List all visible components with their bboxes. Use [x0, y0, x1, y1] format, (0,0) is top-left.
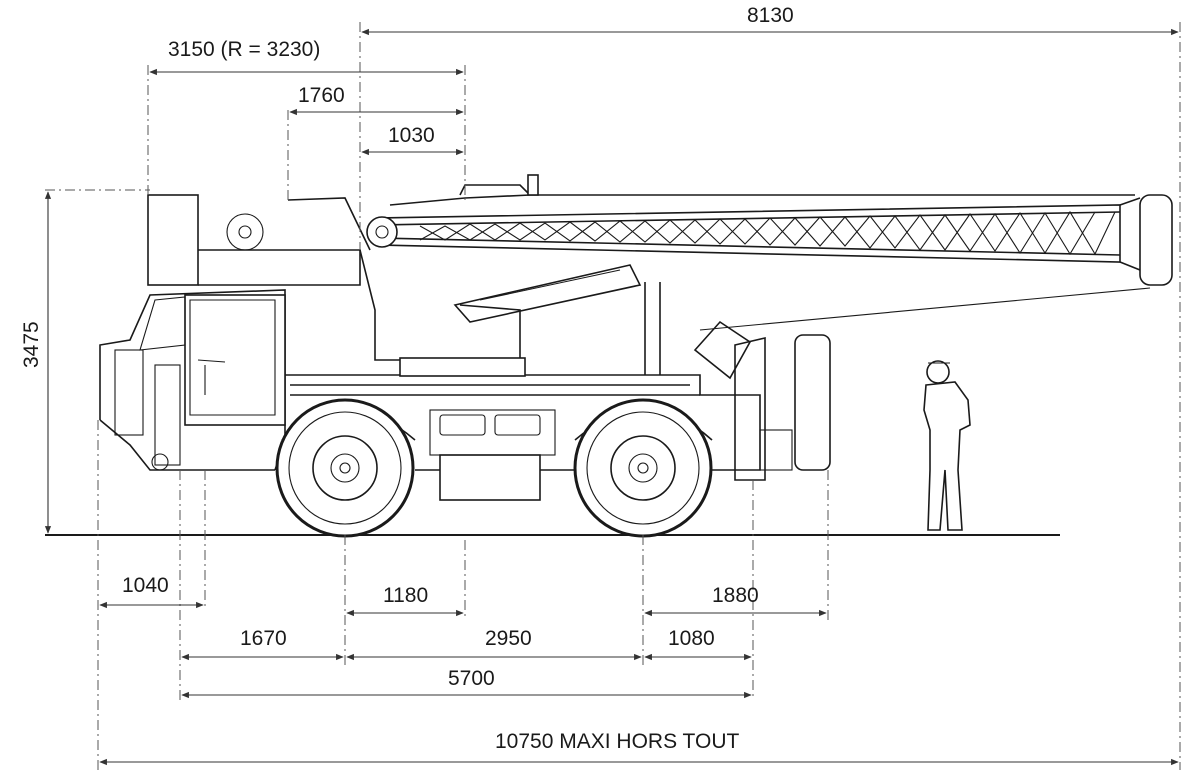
person-figure: [923, 360, 971, 531]
dim-wheelbase: 2950: [485, 627, 532, 650]
dim-rear-overhang: 1080: [668, 627, 715, 650]
cab: [184, 294, 286, 426]
dim-center-offset: 1180: [383, 584, 428, 607]
front-wheel: [275, 398, 415, 538]
rear-wheel: [573, 398, 713, 538]
dim-front-axle-offset: 1670: [240, 627, 287, 650]
dim-base-length: 5700: [448, 667, 495, 690]
dim-upper-small: 1030: [388, 124, 435, 147]
dim-height: 3475: [20, 321, 43, 368]
dim-upper-mid: 1760: [298, 84, 345, 107]
counterweight: [147, 194, 199, 286]
dim-front-overhang: 1040: [122, 574, 169, 597]
dim-overall-length: 10750 MAXI HORS TOUT: [495, 730, 739, 753]
dim-top-overall: 8130: [747, 4, 794, 27]
boom: [366, 194, 1173, 331]
dimension-lines: [44, 28, 1179, 766]
dim-rear-offset: 1880: [712, 584, 759, 607]
extension-lines: [45, 22, 1181, 770]
dim-upper-radius: 3150 (R = 3230): [168, 38, 320, 61]
crane-illustration: [99, 174, 1173, 538]
